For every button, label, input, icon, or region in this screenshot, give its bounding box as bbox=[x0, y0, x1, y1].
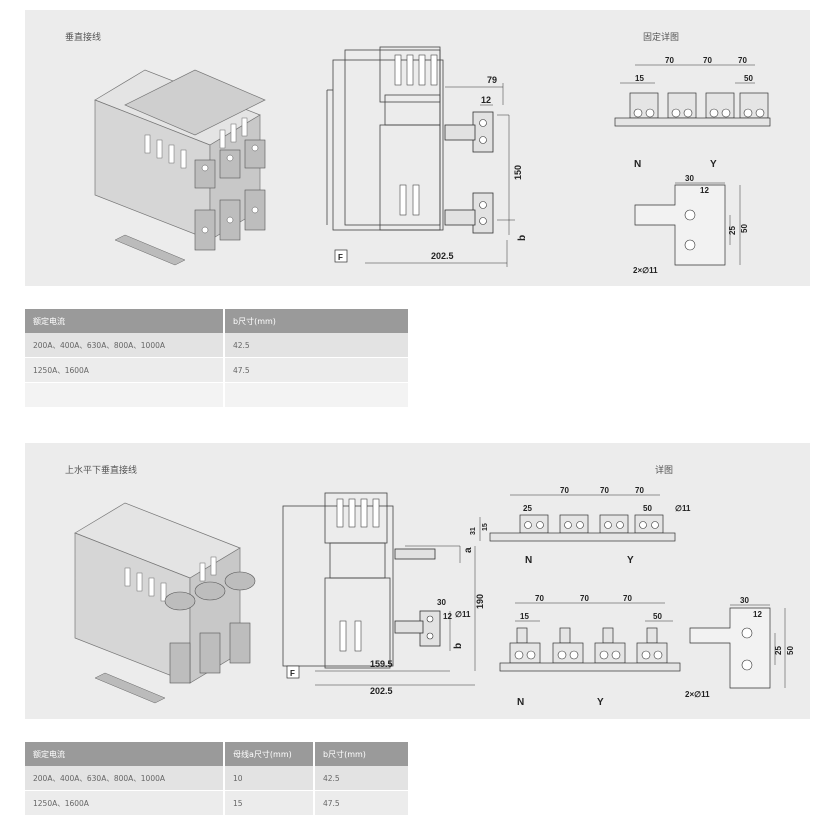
dim-2x11: 2×∅11 bbox=[633, 266, 658, 275]
dim-12: 12 bbox=[443, 612, 452, 621]
dimension-table-vertical: 额定电流 b尺寸(mm) 200A、400A、630A、800A、1000A 4… bbox=[25, 309, 410, 408]
label-N: N bbox=[525, 555, 532, 566]
table-row: 200A、400A、630A、800A、1000A 42.5 bbox=[25, 333, 410, 358]
breaker-isometric-image bbox=[94, 69, 266, 266]
label-Y: Y bbox=[597, 697, 604, 708]
label-N: N bbox=[517, 697, 524, 708]
dim-70-b: 70 bbox=[600, 486, 609, 495]
header-rated-current: 额定电流 bbox=[25, 742, 225, 766]
table-row: 200A、400A、630A、800A、1000A 10 42.5 bbox=[25, 766, 410, 791]
dim-25: 25 bbox=[728, 226, 737, 235]
label-Y: Y bbox=[627, 555, 634, 566]
cell-current: 200A、400A、630A、800A、1000A bbox=[25, 333, 225, 358]
cell-b: 47.5 bbox=[314, 790, 410, 816]
dim-25: 25 bbox=[523, 504, 532, 513]
dim-70-b: 70 bbox=[703, 56, 712, 65]
panel-title: 上水平下垂直接线 bbox=[65, 466, 138, 476]
cell-b: 42.5 bbox=[314, 766, 410, 791]
dim-a: a bbox=[463, 547, 474, 553]
cell-b: 42.5 bbox=[224, 333, 410, 358]
table-spacer-row bbox=[25, 382, 410, 408]
dim-15: 15 bbox=[482, 523, 489, 531]
cell-a: 15 bbox=[224, 790, 315, 816]
panel-title: 垂直接线 bbox=[65, 33, 102, 43]
dim-2x11: 2×∅11 bbox=[685, 690, 710, 699]
dim-11: ∅11 bbox=[675, 504, 691, 513]
busbar-detail-top: 70 70 70 15 50 N Y bbox=[614, 56, 771, 170]
dim-50-detail: 50 bbox=[786, 646, 795, 655]
wiring-panel-vertical: 垂直接线 固定详图 bbox=[25, 10, 810, 286]
header-a-size: 母线a尺寸(mm) bbox=[224, 742, 315, 766]
header-rated-current: 额定电流 bbox=[25, 309, 225, 333]
table-row: 1250A、1600A 15 47.5 bbox=[25, 790, 410, 816]
dim-202-5: 202.5 bbox=[370, 686, 393, 696]
header-b-size: b尺寸(mm) bbox=[224, 309, 410, 333]
busbar-detail-bottom: 70 70 70 15 50 N Y bbox=[499, 594, 681, 708]
dim-159-5: 159.5 bbox=[370, 659, 393, 669]
dim-15: 15 bbox=[520, 612, 529, 621]
side-view-drawing: 79 12 150 b F 202.5 bbox=[326, 46, 528, 267]
detail-title: 详图 bbox=[655, 466, 674, 476]
dim-15: 15 bbox=[635, 74, 644, 83]
busbar-detail-top: 70 70 70 25 50 ∅11 31 15 N Y bbox=[470, 486, 691, 566]
breaker-isometric-image bbox=[74, 502, 256, 704]
dim-70-c: 70 bbox=[635, 486, 644, 495]
cell-b: 47.5 bbox=[224, 357, 410, 383]
header-b-size: b尺寸(mm) bbox=[314, 742, 410, 766]
dimension-table-horizontal-vertical: 额定电流 母线a尺寸(mm) b尺寸(mm) 200A、400A、630A、80… bbox=[25, 742, 410, 816]
dim-25: 25 bbox=[774, 646, 783, 655]
dim-190: 190 bbox=[475, 594, 485, 609]
side-view-drawing: a 190 30 12 ∅11 b F 159.5 202.5 bbox=[282, 492, 485, 696]
dim-30: 30 bbox=[437, 598, 446, 607]
dim-b: b bbox=[453, 643, 464, 649]
wiring-panel-horizontal-vertical: 上水平下垂直接线 详图 bbox=[25, 443, 810, 719]
cell-current: 200A、400A、630A、800A、1000A bbox=[25, 766, 225, 791]
table-row: 1250A、1600A 47.5 bbox=[25, 357, 410, 383]
label-Y: Y bbox=[710, 159, 717, 170]
dim-70-a: 70 bbox=[665, 56, 674, 65]
dim-12-detail: 12 bbox=[753, 610, 762, 619]
detail-title: 固定详图 bbox=[643, 33, 680, 43]
dim-b: b bbox=[517, 235, 528, 241]
dim-70-a: 70 bbox=[535, 594, 544, 603]
cell-a: 10 bbox=[224, 766, 315, 791]
dim-70-b: 70 bbox=[580, 594, 589, 603]
dim-70-a: 70 bbox=[560, 486, 569, 495]
dim-70-c: 70 bbox=[623, 594, 632, 603]
dim-12-detail: 12 bbox=[700, 186, 709, 195]
dim-50: 50 bbox=[653, 612, 662, 621]
label-N: N bbox=[634, 159, 641, 170]
dim-31: 31 bbox=[470, 527, 477, 535]
cell-current: 1250A、1600A bbox=[25, 790, 225, 816]
dim-50: 50 bbox=[643, 504, 652, 513]
dim-30: 30 bbox=[685, 174, 694, 183]
cell-current: 1250A、1600A bbox=[25, 357, 225, 383]
dim-12: 12 bbox=[481, 95, 491, 105]
dim-79: 79 bbox=[487, 75, 497, 85]
bracket-detail: 30 12 25 50 2×∅11 bbox=[685, 596, 795, 699]
dim-F: F bbox=[290, 669, 295, 678]
dim-30: 30 bbox=[740, 596, 749, 605]
dim-70-c: 70 bbox=[738, 56, 747, 65]
dim-150: 150 bbox=[513, 165, 523, 180]
dim-202-5: 202.5 bbox=[431, 251, 454, 261]
dim-F: F bbox=[338, 253, 343, 262]
dim-50: 50 bbox=[744, 74, 753, 83]
dim-50-detail: 50 bbox=[740, 224, 749, 233]
dim-11: ∅11 bbox=[455, 610, 471, 619]
bracket-detail: 30 12 25 50 2×∅11 bbox=[633, 174, 749, 275]
